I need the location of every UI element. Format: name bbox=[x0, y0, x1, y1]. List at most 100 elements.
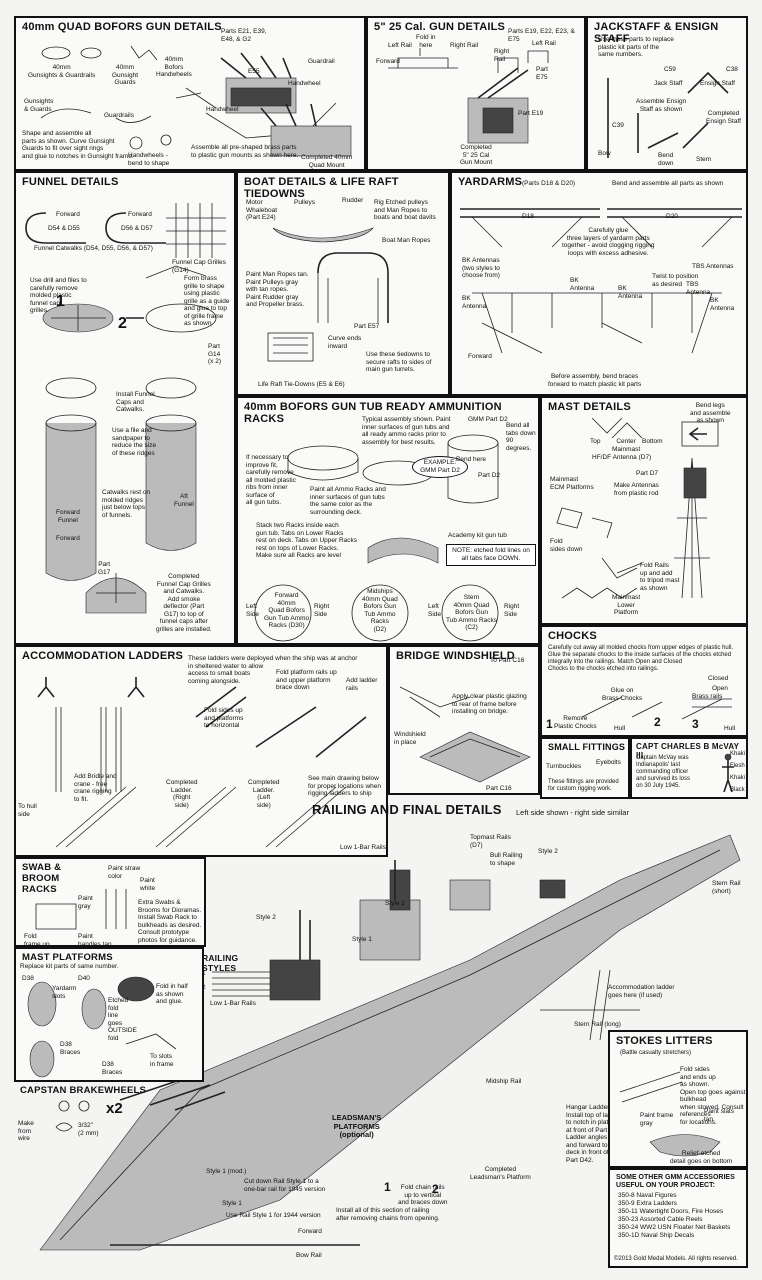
make-antennas-label: Make Antennas from plastic rod bbox=[614, 482, 659, 497]
gunsights-label: 40mm Gunsights & Guardrails bbox=[28, 64, 96, 79]
size-label: 3/32" (2 mm) bbox=[78, 1122, 99, 1137]
swab-panel: SWAB & BROOM RACKS Paint straw color Pai… bbox=[14, 857, 206, 947]
rig-instructions: Rig Etched pulleys and Man Ropes to boat… bbox=[374, 199, 436, 221]
mast-platforms-panel: MAST PLATFORMS Replace kit parts of same… bbox=[14, 947, 204, 1082]
catwalk-rest-text: Catwalks rest on molded ridges just belo… bbox=[102, 489, 151, 519]
low-rails-label: Low 1-Bar Rails bbox=[210, 1000, 256, 1007]
accessories-panel: SOME OTHER GMM ACCESSORIES USEFUL ON YOU… bbox=[608, 1168, 748, 1268]
carefully-instructions: Carefully glue three layers of yardarm p… bbox=[562, 227, 655, 257]
handwheel-label: Handwheel bbox=[206, 106, 239, 113]
example-badge: EXAMPLE: GMM Part D2 bbox=[412, 456, 468, 478]
tbs-antennas-label: TBS Antennas bbox=[692, 263, 734, 270]
jackstaff-panel: JACKSTAFF & ENSIGN STAFF Use these parts… bbox=[586, 16, 748, 171]
panel-title: YARDARMS bbox=[458, 176, 523, 188]
tiedown-instructions: Use these tiedowns to secure rafts to si… bbox=[366, 351, 432, 373]
mast-platforms-illustration bbox=[27, 976, 177, 1078]
fittings-text: These fittings are provided for custom r… bbox=[548, 779, 619, 792]
to-hull-label: To hull side bbox=[18, 803, 37, 818]
stokes-illustration bbox=[619, 1071, 721, 1157]
leadsman-title: LEADSMAN'S PLATFORMS (optional) bbox=[332, 1113, 382, 1139]
railing-step-1: 1 bbox=[384, 1180, 391, 1194]
forward-funnel-label: Forward Funnel bbox=[56, 509, 80, 524]
boat-panel: BOAT DETAILS & LIFE RAFT TIEDOWNS Motor … bbox=[236, 171, 450, 396]
intro-text: Use these parts to replace plastic kit p… bbox=[598, 36, 674, 58]
panel-title: RAILING AND FINAL DETAILS bbox=[312, 802, 502, 817]
style1-label: Style 1 bbox=[352, 936, 372, 943]
mcvay-figure bbox=[722, 753, 734, 793]
fold-in-label: Fold in here bbox=[416, 34, 436, 49]
bofors-panel: 40mm QUAD BOFORS GUN DETAILS Parts E21, … bbox=[14, 16, 366, 171]
c38-label: C38 bbox=[726, 66, 738, 73]
completed-label: Completed Ensign Staff bbox=[706, 110, 741, 125]
parts-label: (Parts D18 & D20) bbox=[522, 180, 576, 187]
railing-panel: RAILING AND FINAL DETAILS Left side show… bbox=[306, 799, 748, 1027]
guardrails-label: Guardrails bbox=[104, 112, 134, 119]
fold-rails-label: Fold Rails up and add to tripod mast as … bbox=[640, 562, 680, 592]
accessory-item: 350-11 Watertight Doors, Fire Hoses bbox=[618, 1208, 724, 1215]
d40-label: D40 bbox=[78, 975, 90, 982]
chocks-instructions: Carefully cut away all molded chocks fro… bbox=[548, 645, 734, 672]
midships-tub-label: Midships 40mm Quad Bofors Gun Tub Ammo R… bbox=[362, 588, 398, 633]
panel-title: CAPT CHARLES B McVAY III bbox=[636, 742, 739, 760]
chocks-step-1: 1 bbox=[546, 717, 553, 731]
funnel-panel: FUNNEL DETAILS Forward Forward D54 & D55… bbox=[14, 171, 236, 645]
paint-white-label: Paint white bbox=[140, 877, 156, 892]
part-e57-label: Part E57 bbox=[354, 323, 380, 330]
right-rail-label: Right Rail bbox=[450, 42, 479, 49]
boat-illustration bbox=[267, 227, 389, 362]
accessory-item: 350-8 Naval Figures bbox=[618, 1192, 677, 1199]
midship-label: Midship Rail bbox=[486, 1078, 522, 1085]
panel-title: 40mm QUAD BOFORS GUN DETAILS bbox=[22, 21, 222, 33]
bk-antenna-4: BK Antenna bbox=[710, 297, 735, 312]
remove-label: Remove Plastic Chocks bbox=[554, 715, 597, 730]
mast-illustration bbox=[556, 417, 719, 599]
right-rail-label-2: Right Rail bbox=[494, 48, 510, 63]
ensign-staff-label: Ensign Staff bbox=[700, 80, 735, 87]
d20-label: D20 bbox=[666, 213, 678, 220]
bull-label: Bull Railing to shape bbox=[490, 852, 523, 867]
completed-leadsman-label: Completed Leadsman's Platform bbox=[470, 1166, 531, 1181]
cutdown-label: Cut down Rail Style 1 to a one-bar rail … bbox=[244, 1178, 326, 1193]
open-label: Open bbox=[712, 685, 728, 692]
bow-label: Bow bbox=[598, 150, 611, 157]
jack-staff-label: Jack Staff bbox=[654, 80, 683, 87]
center-mainmast-label: Center Mainmast bbox=[612, 438, 641, 453]
glue-label: Glue on Brass Chocks bbox=[602, 687, 643, 702]
part-e19-label: Part E19 bbox=[518, 110, 544, 117]
tub1-left-label: Left Side bbox=[246, 603, 260, 618]
ecm-platforms-label: Mainmast ECM Platforms bbox=[550, 476, 594, 491]
stern-short-label: Stern Rail (short) bbox=[712, 880, 741, 895]
panel-title: JACKSTAFF & ENSIGN STAFF bbox=[594, 21, 719, 45]
stern-tub-label: Stern 40mm Quad Bofors Gun Tub Ammo Rack… bbox=[446, 594, 498, 631]
d18-label: D18 bbox=[522, 213, 534, 220]
gmm-part-label: GMM Part D2 bbox=[468, 416, 508, 423]
windshield-illustration bbox=[399, 686, 531, 783]
completed-text: Completed Funnel Cap Grilles and Catwalk… bbox=[156, 573, 212, 633]
paint-instructions: Paint all Ammo Racks and inner surfaces … bbox=[310, 486, 386, 516]
tub1-right-label: Right Side bbox=[314, 603, 330, 618]
closed-label: Closed bbox=[708, 675, 729, 682]
forward-label: Forward bbox=[468, 353, 492, 360]
fold-frame-label: Fold frame up bbox=[24, 933, 50, 947]
handwheels-label: 40mm Bofors Handwheels bbox=[156, 56, 192, 78]
forward-tub-label: Forward 40mm Quad Bofors Gun Tub Ammo Ra… bbox=[264, 592, 310, 629]
replace-text: Replace kit parts of same number. bbox=[20, 963, 119, 970]
gun5-illustration bbox=[388, 48, 549, 144]
bk-antenna-1: BK Antenna bbox=[462, 295, 487, 310]
part-g14-label: Part G14 (x 2) bbox=[208, 343, 221, 365]
panel-title: MAST DETAILS bbox=[548, 401, 631, 413]
left-rail-label-2: Left Rail bbox=[532, 40, 556, 47]
paint-handles-label: Paint handles tan bbox=[78, 933, 112, 947]
motor-whaleboat-label: Motor Whaleboat (Part E24) bbox=[246, 199, 278, 221]
stern-long-label: Stern Rail (long) bbox=[574, 1021, 621, 1028]
cap-grilles-label: Funnel Cap Grilles (G14) bbox=[172, 259, 226, 274]
panel-title: RAILING STYLES bbox=[202, 953, 239, 973]
c39-label: C39 bbox=[612, 122, 624, 129]
parts-label: Parts E21, E39, E48, & G2 bbox=[221, 28, 267, 43]
pulleys-label: Pulleys bbox=[294, 199, 315, 206]
capstan-illustration bbox=[55, 1100, 90, 1132]
forward-label-3: Forward bbox=[56, 535, 80, 542]
railing-styles-panel: RAILING STYLES 1 2 Low 1-Bar Rails bbox=[200, 950, 274, 1012]
